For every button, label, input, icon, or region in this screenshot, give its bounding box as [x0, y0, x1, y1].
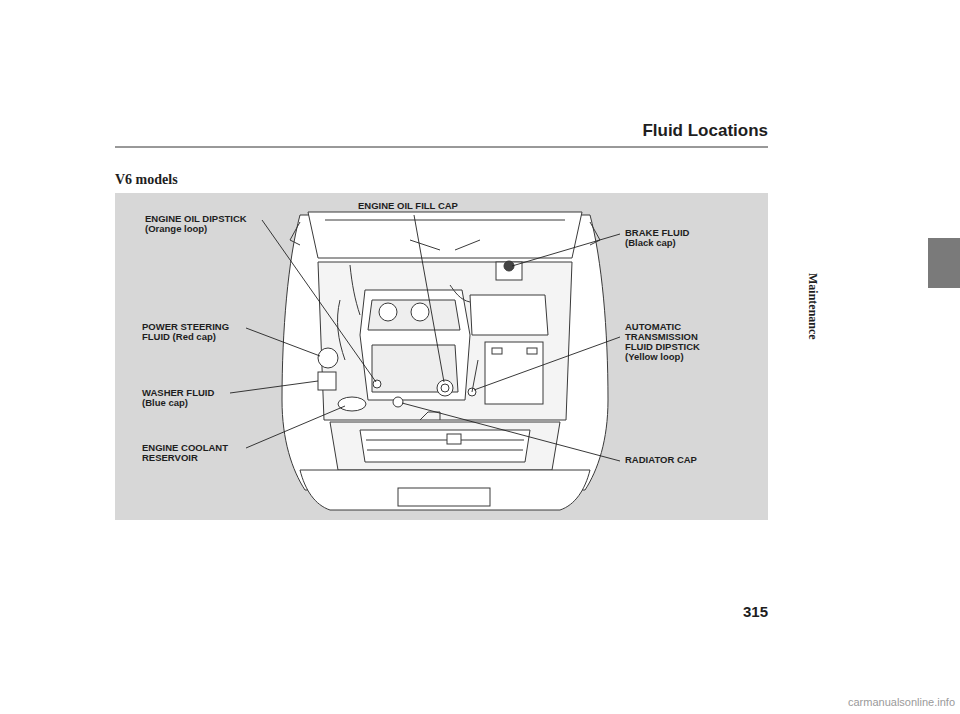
section-tab [928, 238, 960, 288]
header-rule [115, 147, 768, 148]
watermark: carmanualsonline.info [848, 697, 955, 709]
page-number: 315 [743, 604, 768, 620]
callout-label: ENGINE OIL DIPSTICK (Orange loop) [145, 214, 261, 234]
callout-label: BRAKE FLUID (Black cap) [625, 228, 711, 248]
callout-label: WASHER FLUID (Blue cap) [142, 388, 228, 408]
callout-label: ENGINE COOLANT RESERVOIR [142, 443, 238, 463]
callout-label: ENGINE OIL FILL CAP [358, 201, 458, 211]
leader-lines [230, 215, 620, 461]
callout-label: AUTOMATIC TRANSMISSION FLUID DIPSTICK (Y… [625, 322, 713, 362]
car-drawing [282, 212, 608, 510]
side-tab-label: Maintenance [806, 273, 819, 340]
callout-label: POWER STEERING FLUID (Red cap) [142, 322, 244, 342]
page-heading: Fluid Locations [642, 122, 768, 140]
figure-panel [115, 193, 768, 520]
callout-label: RADIATOR CAP [625, 455, 697, 465]
section-heading: V6 models [115, 173, 178, 188]
